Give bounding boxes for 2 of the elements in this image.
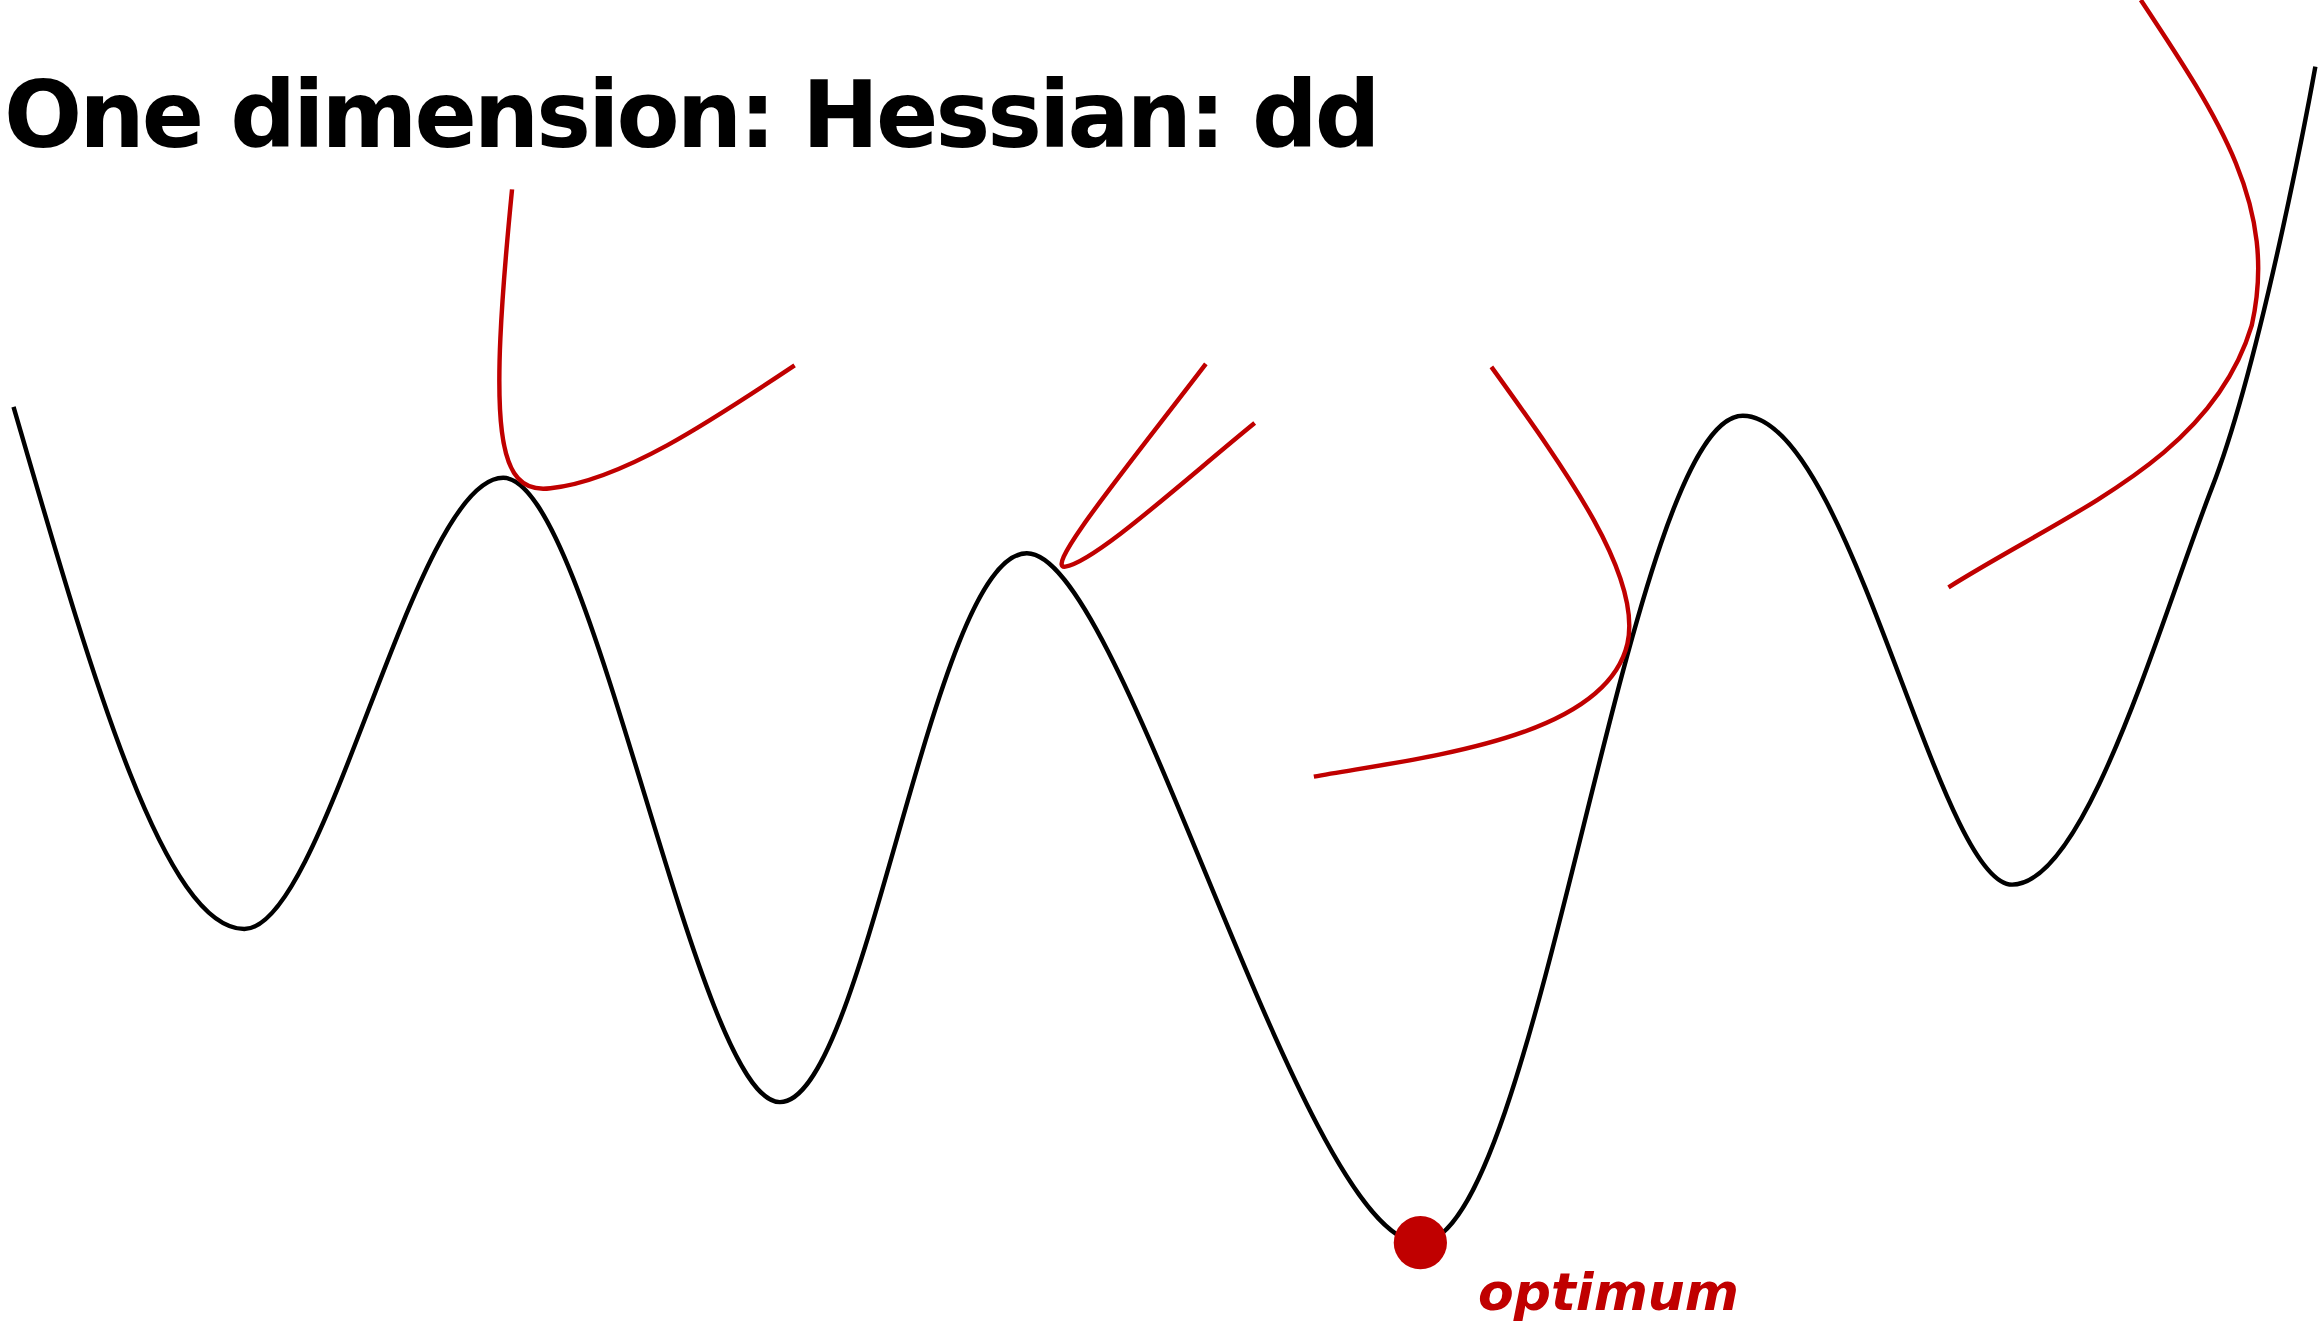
title: One dimension: Hessian: dd (4, 62, 1378, 169)
point-label: optimum (1478, 1262, 1739, 1322)
